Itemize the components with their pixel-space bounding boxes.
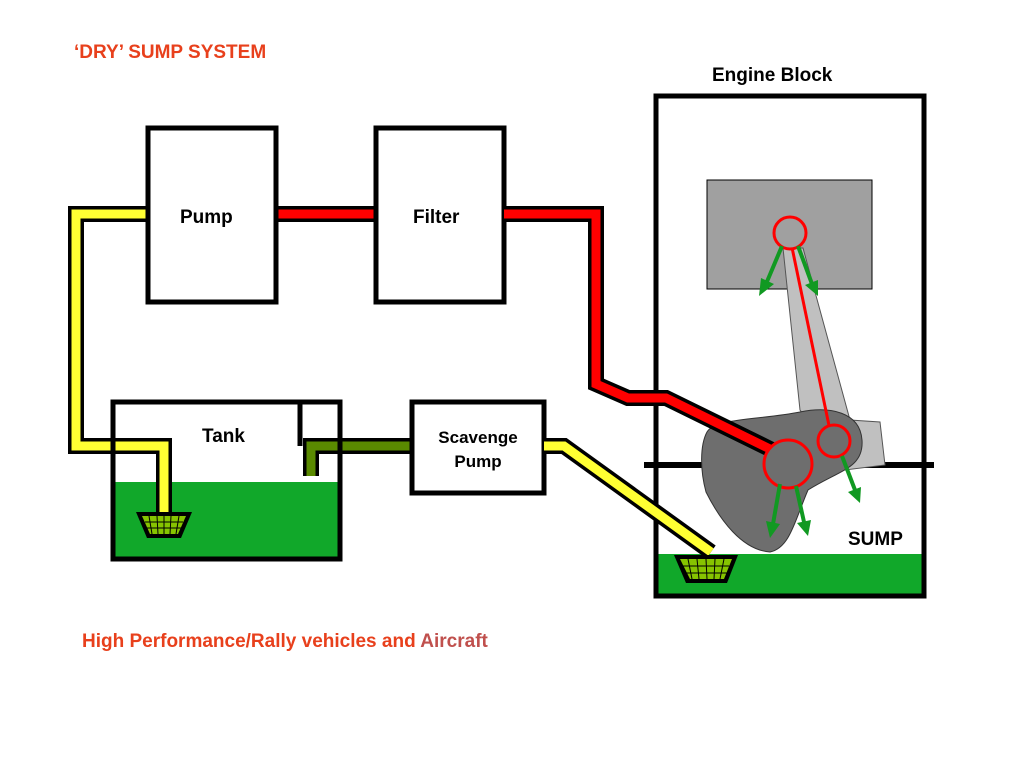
caption-main: High Performance/Rally vehicles and [82,631,421,652]
engine-block-label: Engine Block [712,65,833,86]
sump-strainer [674,555,738,583]
pump-box [145,125,279,305]
tank-strainer [136,512,192,538]
engine-block-box [653,93,927,599]
diagram-title: ‘DRY’ SUMP SYSTEM [74,42,267,63]
big-end-bearing [816,423,852,459]
main-bearing [762,438,814,490]
caption: High Performance/Rally vehicles and Airc… [82,631,488,653]
caption-highlight: Aircraft [420,631,488,652]
gudgeon-pin [772,215,808,251]
oil-passage-rod [787,232,834,441]
filter-box [373,125,507,305]
pump-label: Pump [180,207,233,228]
filter-label: Filter [413,207,460,228]
sump-label: SUMP [848,529,903,550]
scavenge-label-line2: Pump [454,452,501,471]
tank-label: Tank [202,426,245,447]
scavenge-pump-box [409,399,547,496]
scavenge-label-line1: Scavenge [438,428,517,447]
flow-arrows [759,245,861,538]
